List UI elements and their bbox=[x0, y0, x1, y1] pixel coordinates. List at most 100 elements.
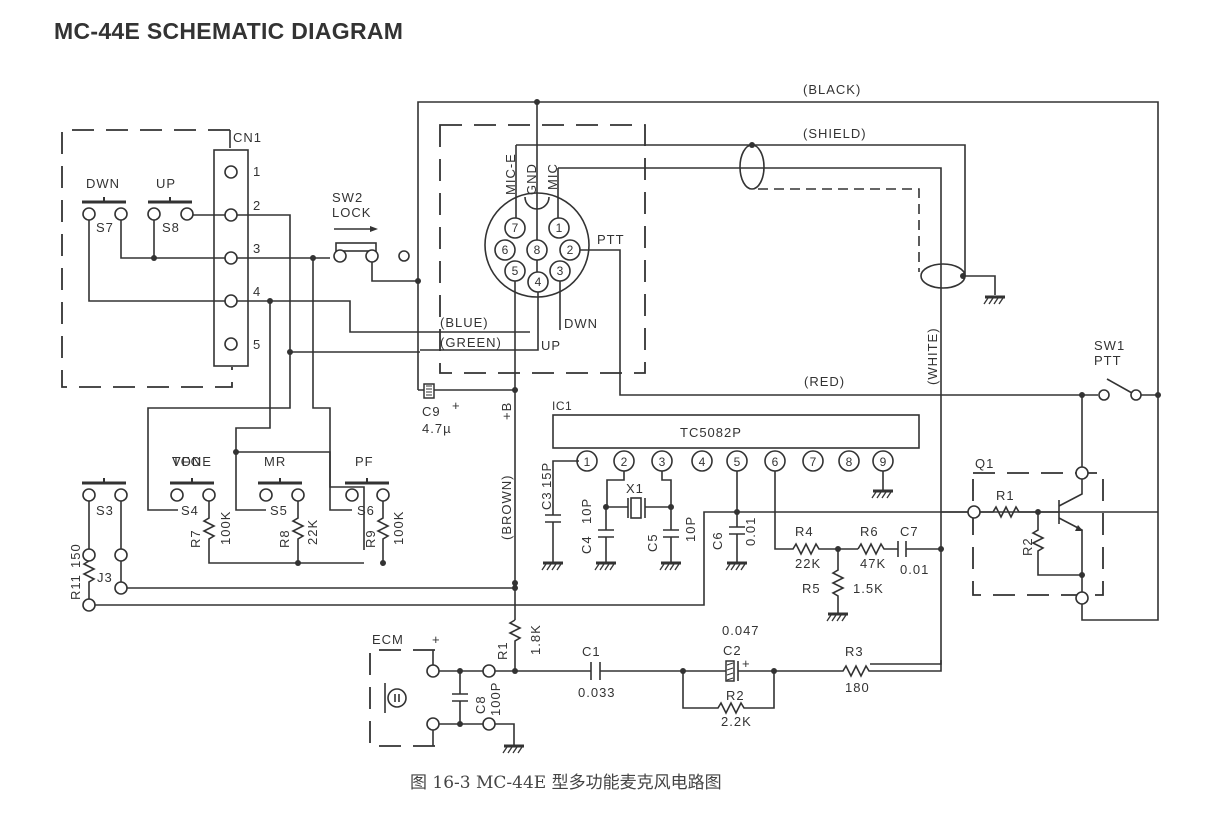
svg-text:100K: 100K bbox=[391, 511, 406, 545]
ic1-pin-4 bbox=[691, 450, 713, 472]
c2-value: 0.047 bbox=[722, 623, 760, 638]
c3-label: C3 bbox=[539, 491, 554, 510]
mic-pin-4: 4 bbox=[535, 275, 542, 289]
cn1-pin-1: 1 bbox=[253, 164, 261, 179]
s6-label: S6 bbox=[357, 503, 375, 518]
svg-text:0.033: 0.033 bbox=[578, 685, 616, 700]
up-label: UP bbox=[156, 176, 176, 191]
svg-text:0.01: 0.01 bbox=[743, 517, 758, 546]
svg-text:1.8K: 1.8K bbox=[528, 624, 543, 655]
mic-pin-8: 8 bbox=[534, 243, 541, 257]
ic1-ref: IC1 bbox=[552, 399, 572, 413]
svg-text:0.01: 0.01 bbox=[900, 562, 929, 577]
c5-label: C5 bbox=[645, 533, 660, 552]
up-pin-label: UP bbox=[541, 338, 561, 353]
r11-label: R11 bbox=[68, 574, 83, 600]
c4-label: C4 bbox=[579, 535, 594, 554]
wire-white-label: (WHITE) bbox=[925, 327, 940, 385]
tone-label: TONE bbox=[172, 454, 212, 469]
ic1-pin-label: 1 bbox=[584, 455, 591, 469]
ic1-pin-label: 5 bbox=[734, 455, 741, 469]
sw1-label: SW1 bbox=[1094, 338, 1125, 353]
lock-label: LOCK bbox=[332, 205, 371, 220]
mic-pin-3: 3 bbox=[557, 264, 564, 278]
cn1-pin-2: 2 bbox=[253, 198, 261, 213]
wire-blue-label: (BLUE) bbox=[440, 315, 489, 330]
r5-label: R5 bbox=[802, 581, 821, 596]
q1-label: Q1 bbox=[975, 456, 994, 471]
mic-pin-7: 7 bbox=[512, 221, 519, 235]
s5-label: S5 bbox=[270, 503, 288, 518]
sw2-label: SW2 bbox=[332, 190, 363, 205]
ic1-pin-8 bbox=[838, 450, 860, 472]
r7-label: R7 bbox=[188, 529, 203, 548]
r2-label: R2 bbox=[726, 688, 745, 703]
ic1-pin-label: 7 bbox=[810, 455, 817, 469]
c2-label: C2 bbox=[723, 643, 742, 658]
ic1-pin-label: 6 bbox=[772, 455, 779, 469]
wire-green-label: (GREEN) bbox=[440, 335, 502, 350]
ecm-section: ECM + C8 100P bbox=[369, 632, 526, 755]
svg-text:47K: 47K bbox=[860, 556, 886, 571]
pf-label: PF bbox=[355, 454, 374, 469]
svg-text:+: + bbox=[432, 632, 441, 647]
ic1-pin-label: 3 bbox=[659, 455, 666, 469]
cn1-pin-5: 5 bbox=[253, 337, 261, 352]
r6-label: R6 bbox=[860, 524, 879, 539]
s3-label: S3 bbox=[96, 503, 114, 518]
mic-pin-1: 1 bbox=[556, 221, 563, 235]
x1-label: X1 bbox=[626, 481, 644, 496]
wire-shield-label: (SHIELD) bbox=[803, 126, 867, 141]
svg-text:15P: 15P bbox=[539, 462, 554, 488]
sw1-ptt-switch: SW1 PTT bbox=[1079, 338, 1161, 401]
s7-label: S7 bbox=[96, 220, 114, 235]
ic1-pin-label: 4 bbox=[699, 455, 706, 469]
mic-pin-2: 2 bbox=[567, 243, 574, 257]
c9-value: 4.7µ bbox=[422, 421, 452, 436]
mic-pin-6: 6 bbox=[502, 243, 509, 257]
q1-transistor: Q1 R1 R2 bbox=[941, 456, 1104, 605]
ecm-label: ECM bbox=[372, 632, 404, 647]
wire-brown-label: (BROWN) bbox=[499, 475, 514, 541]
vfo-label: VFO bbox=[172, 454, 202, 469]
dwn-pin-label: DWN bbox=[564, 316, 598, 331]
svg-text:100K: 100K bbox=[218, 511, 233, 545]
ptt-pin-label: PTT bbox=[597, 232, 625, 247]
ic1-pin-label: 8 bbox=[846, 455, 853, 469]
s8-label: S8 bbox=[162, 220, 180, 235]
j3-label: J3 bbox=[97, 570, 113, 585]
c9-label: C9 bbox=[422, 404, 441, 419]
ptt-switch-label: PTT bbox=[1094, 353, 1122, 368]
r8-label: R8 bbox=[277, 529, 292, 548]
svg-text:150: 150 bbox=[68, 543, 83, 568]
svg-text:22K: 22K bbox=[305, 519, 320, 545]
diagram-title: MC-44E SCHEMATIC DIAGRAM bbox=[54, 18, 404, 44]
r1-label: R1 bbox=[495, 641, 510, 660]
svg-text:100P: 100P bbox=[488, 682, 503, 716]
svg-text:R2: R2 bbox=[1020, 537, 1035, 556]
cn1-pin-3: 3 bbox=[253, 241, 261, 256]
svg-text:+: + bbox=[742, 656, 751, 671]
r3-label: R3 bbox=[845, 644, 864, 659]
supply-label: +B bbox=[499, 402, 514, 420]
cn1-label: CN1 bbox=[233, 130, 262, 145]
cn1-block: CN1 1 2 3 4 5 DWN S7 UP S8 bbox=[61, 129, 262, 388]
svg-text:2.2K: 2.2K bbox=[721, 714, 752, 729]
ic1-pin-label: 2 bbox=[621, 455, 628, 469]
mic-connector: MIC-E GND MIC 7 1 6 8 2 5 4 3 PTT bbox=[484, 153, 625, 298]
cn1-pin-4: 4 bbox=[253, 284, 261, 299]
svg-text:1.5K: 1.5K bbox=[853, 581, 884, 596]
svg-text:22K: 22K bbox=[795, 556, 821, 571]
wire-red-label: (RED) bbox=[804, 374, 845, 389]
svg-text:10P: 10P bbox=[683, 516, 698, 542]
s4-label: S4 bbox=[181, 503, 199, 518]
function-switches: TONE S3 TONE VFO S4 R7 100K MR S5 R8 22K… bbox=[80, 449, 406, 566]
mic-label: MIC bbox=[545, 163, 560, 190]
c1-label: C1 bbox=[582, 644, 601, 659]
svg-text:R1: R1 bbox=[996, 488, 1015, 503]
ic1-pin-7 bbox=[802, 450, 824, 472]
c6-label: C6 bbox=[710, 531, 725, 550]
gnd-label: GND bbox=[524, 163, 539, 195]
